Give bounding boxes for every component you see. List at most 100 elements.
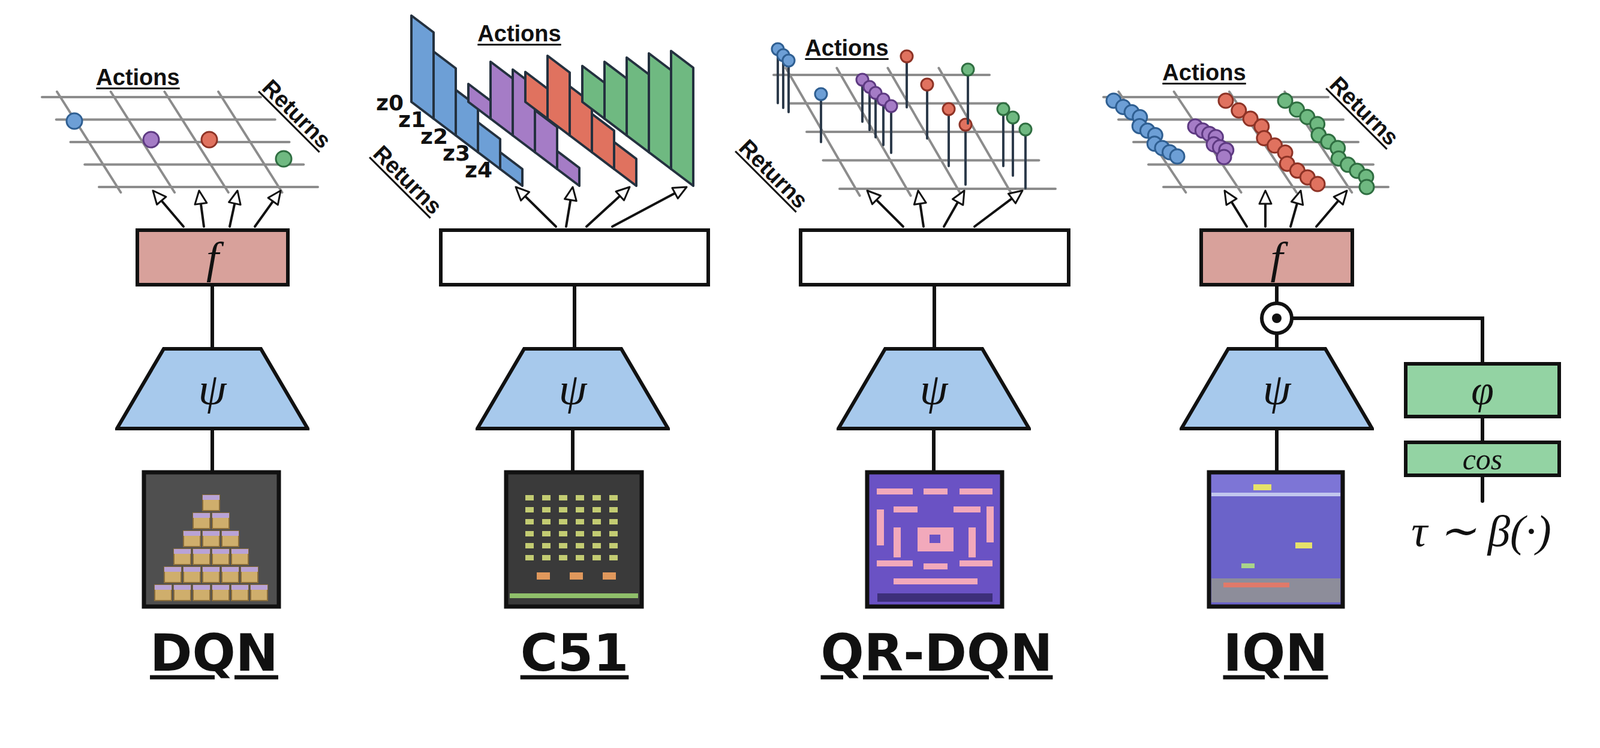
pyramid-cube <box>183 531 201 547</box>
output-head-box: f <box>135 228 290 287</box>
grid-line <box>1103 95 1329 99</box>
arrow-head <box>229 190 242 206</box>
cube-top <box>193 585 210 591</box>
quantile-point <box>921 78 934 91</box>
surface <box>1211 492 1341 497</box>
method-name: QR-DQN <box>820 627 1054 679</box>
maze-wall <box>917 527 954 552</box>
alien <box>558 519 568 525</box>
sample-point <box>1216 149 1232 165</box>
pyramid-cube <box>202 495 220 511</box>
output-arrow <box>566 200 571 227</box>
pyramid-cube <box>212 513 230 529</box>
cube-top <box>173 549 191 555</box>
link-line <box>1274 430 1279 473</box>
alien <box>558 495 568 501</box>
output-box <box>800 230 1069 285</box>
alien <box>609 519 618 525</box>
alien <box>542 495 551 501</box>
output-arrow <box>586 196 621 227</box>
pyramid-cube <box>193 549 210 565</box>
alien <box>525 495 534 501</box>
output-arrow <box>254 201 273 227</box>
node-text: φ <box>1471 370 1494 411</box>
maze-wall <box>893 578 978 585</box>
alien <box>592 531 601 537</box>
cube-top <box>250 585 268 591</box>
pyramid-cube <box>193 585 210 601</box>
grid-line <box>84 163 304 167</box>
maze-wall <box>876 560 913 567</box>
alien <box>575 555 585 561</box>
alien <box>542 507 551 513</box>
connector <box>210 286 215 348</box>
grid-line <box>790 102 1007 105</box>
alien <box>609 543 618 549</box>
cube-top <box>231 549 249 555</box>
grid-line <box>806 130 1023 134</box>
grid-line <box>70 140 290 144</box>
histogram-bar <box>525 71 548 119</box>
arrow-head <box>867 190 881 205</box>
trapezoid-shape <box>116 349 308 429</box>
quantile-stem <box>905 56 908 108</box>
cube-top <box>154 585 172 591</box>
link-line <box>570 430 575 473</box>
arrow-head <box>952 190 965 206</box>
axis-label: Returns <box>735 135 812 213</box>
quantile-point <box>900 50 913 63</box>
alien <box>575 507 585 513</box>
grid-line <box>218 91 282 193</box>
cube-top <box>221 531 239 537</box>
q-value-point <box>143 131 159 148</box>
cube-top <box>183 531 201 537</box>
pyramid-cube <box>231 585 249 601</box>
alien <box>558 507 568 513</box>
alien <box>575 543 585 549</box>
quantile-point <box>959 118 972 131</box>
grid-line <box>839 187 1056 191</box>
quantile-stem <box>787 60 790 113</box>
cube-top <box>183 567 201 573</box>
alien <box>558 531 568 537</box>
cube-top <box>212 585 230 591</box>
node-text: ψ <box>198 366 227 412</box>
pyramid-cube <box>231 549 249 565</box>
node-text: f <box>206 235 219 281</box>
sample-point <box>1218 93 1233 108</box>
connector <box>1480 418 1485 441</box>
quantile-stem <box>947 109 950 167</box>
alien <box>558 543 568 549</box>
cube-top <box>212 513 230 519</box>
alien <box>592 555 601 561</box>
axis-label: Returns <box>258 75 336 153</box>
histogram-bar <box>626 57 649 153</box>
alien <box>542 519 551 525</box>
pyramid-cube <box>202 567 220 583</box>
sky <box>1211 474 1341 493</box>
histogram-bar <box>411 15 434 119</box>
node-text: ψ <box>1262 366 1292 412</box>
atom-label: z4 <box>464 159 493 182</box>
alien <box>542 543 551 549</box>
method-name: IQN <box>1222 627 1328 679</box>
trapezoid-shape <box>838 349 1030 429</box>
grid-line <box>823 159 1040 162</box>
q-value-point <box>201 131 218 148</box>
game-screen <box>506 472 642 607</box>
arrow-head <box>672 187 687 199</box>
quantile-point <box>942 103 955 116</box>
arrow-head <box>615 187 630 201</box>
sample-point <box>1170 149 1185 164</box>
encoder-trapezoid: ψ <box>475 347 670 431</box>
output-arrow <box>229 203 235 227</box>
link-line <box>210 430 215 473</box>
cube-top <box>221 567 239 573</box>
grid-line <box>41 95 261 99</box>
maze-gap <box>929 534 941 544</box>
link-line <box>932 286 937 348</box>
cube-top <box>202 531 220 537</box>
maze-wall <box>953 506 981 513</box>
quantile-point <box>782 54 795 67</box>
pyramid-cube <box>212 549 230 565</box>
